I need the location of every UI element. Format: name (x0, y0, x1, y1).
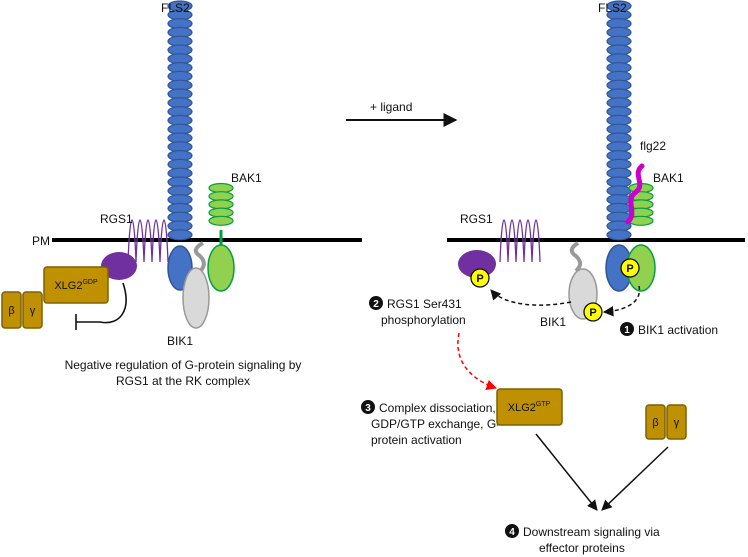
step-1-text: BIK1 activation (638, 323, 718, 337)
betagamma-to-downstream-arrow (601, 446, 669, 511)
rgs1-transmembrane-right (499, 219, 541, 263)
bik1-kinase-left (182, 267, 210, 329)
step-1: 1 BIK1 activation (620, 322, 718, 337)
bak1-coreceptor-left (208, 182, 234, 226)
xlg2-gtp-box (496, 388, 563, 426)
xlg2-base-right: XLG2 (508, 402, 536, 414)
fls2-lrr-right-repeat (606, 229, 632, 241)
xlg2-base-left: XLG2 (54, 280, 82, 292)
xlg2-sup-left: GDP (82, 279, 98, 286)
dissociation-arrow (457, 332, 497, 390)
step-3-number: 3 (365, 403, 371, 414)
rgs1-box-domain-left (101, 252, 137, 280)
step-4: 4 Downstream signaling via effector prot… (505, 524, 660, 555)
fls2-label-right: FLS2 (598, 1, 627, 15)
phospho-bik1-label: P (589, 307, 596, 319)
ligand-arrow-label: + ligand (370, 100, 412, 114)
xlg2-gtp-label: XLG2GTP (508, 401, 551, 414)
g-gamma-box-right (666, 404, 687, 440)
xlg2-gdp-box (43, 266, 109, 304)
g-gamma-label-right: γ (674, 417, 680, 429)
bik1-label-left: BIK1 (167, 334, 193, 348)
g-beta-label-right: β (652, 417, 658, 429)
fls2-receptor-right (606, 0, 632, 241)
bik1-label-right: BIK1 (540, 315, 566, 329)
xlg2-gdp-label: XLG2GDP (54, 279, 98, 292)
xlg2-to-downstream-arrow (535, 433, 598, 511)
flg22-ligand (625, 163, 645, 225)
step-2-text-line2: phosphorylation (381, 313, 466, 327)
phospho-bik1: P (583, 302, 603, 322)
fls2-label-left: FLS2 (161, 1, 190, 15)
bak1-to-bik1-arrow (602, 285, 641, 317)
right-panel: FLS2 BAK1 flg22 RGS1 BIK1 P P P (361, 0, 745, 555)
step-4-text-line1: Downstream signaling via (523, 525, 660, 539)
rgs1-label-right: RGS1 (460, 212, 493, 226)
phospho-rgs1: P (470, 268, 490, 288)
flg22-label: flg22 (640, 139, 666, 153)
fls2-lrr-left-repeat (167, 229, 193, 241)
bik1-to-rgs1-arrow (490, 289, 572, 306)
g-beta-box-right (645, 404, 666, 440)
step-2-text-line1: RGS1 Ser431 (387, 297, 462, 311)
bik1-anchor-right (569, 241, 583, 273)
step-2-number: 2 (373, 299, 379, 310)
bak1-kinase-domain-left (207, 244, 235, 292)
g-beta-label-left: β (8, 305, 14, 317)
rgs1-label-left: RGS1 (100, 212, 133, 226)
g-gamma-box-left (22, 291, 43, 329)
left-caption-line2: RGS1 at the RK complex (116, 374, 250, 388)
step-3-text-line1: Complex dissociation, (379, 401, 496, 415)
g-beta-box-left (1, 291, 22, 329)
g-gamma-label-left: γ (30, 305, 36, 317)
step-3: 3 Complex dissociation, GDP/GTP exchange… (361, 400, 500, 447)
rgs1-inhibition-arrow (76, 282, 127, 324)
phospho-rgs1-label: P (476, 273, 483, 285)
xlg2-sup-right: GTP (536, 401, 551, 408)
bak1-lrr-left-repeat (208, 215, 234, 226)
phospho-bak1-label: P (626, 263, 633, 275)
step-3-text-line2: GDP/GTP exchange, G- (371, 417, 500, 431)
step-3-text-line3: protein activation (371, 433, 462, 447)
rgs1-transmembrane-left (127, 219, 169, 263)
step-4-number: 4 (509, 527, 515, 538)
step-4-text-line2: effector proteins (539, 541, 625, 555)
bak1-label-left: BAK1 (231, 171, 262, 185)
phospho-bak1: P (620, 258, 640, 278)
left-panel: PM FLS2 BAK1 RGS1 BIK1 XLG2GDP β γ Negat… (1, 0, 362, 388)
pm-label: PM (32, 234, 50, 248)
bik1-anchor-left (193, 241, 206, 276)
bak1-label-right: BAK1 (653, 171, 684, 185)
left-caption-line1: Negative regulation of G-protein signali… (65, 358, 302, 372)
fls2-receptor-left (167, 0, 193, 241)
step-2: 2 RGS1 Ser431 phosphorylation (369, 296, 466, 327)
step-1-number: 1 (624, 325, 630, 336)
